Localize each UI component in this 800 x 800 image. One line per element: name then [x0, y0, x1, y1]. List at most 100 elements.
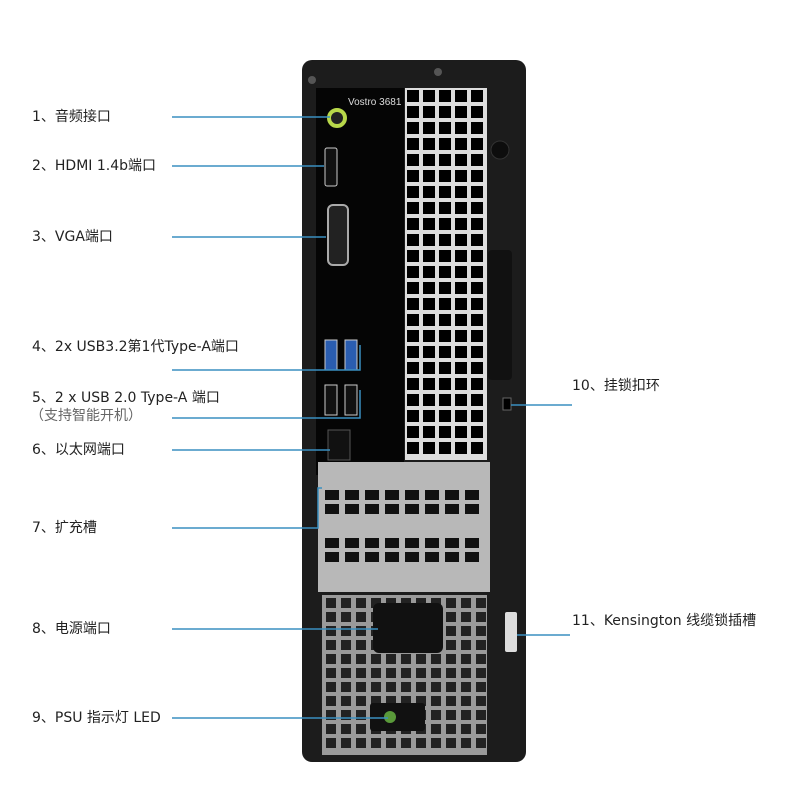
vent-hole [455, 298, 467, 310]
padlock-ring [502, 397, 512, 411]
vent-hole [471, 346, 483, 358]
vent-hole [423, 122, 435, 134]
vent-hole [471, 362, 483, 374]
vent-hole [471, 298, 483, 310]
vent-hole [471, 330, 483, 342]
vent-hole [439, 346, 451, 358]
screw-icon [490, 140, 510, 160]
vent-hole [446, 612, 456, 622]
vent-hole [476, 724, 486, 734]
vent-hole [476, 640, 486, 650]
vent-hole [423, 394, 435, 406]
vent-hole [439, 170, 451, 182]
vent-hole [401, 696, 411, 706]
vent-hole [431, 696, 441, 706]
vent-hole [407, 314, 419, 326]
vent-hole [356, 640, 366, 650]
vent-hole [407, 282, 419, 294]
vent-hole [471, 138, 483, 150]
vent-hole [407, 410, 419, 422]
vent-hole [326, 668, 336, 678]
vent-hole [365, 552, 379, 562]
vent-hole [445, 538, 459, 548]
vent-hole [431, 682, 441, 692]
vent-hole [455, 330, 467, 342]
vent-hole [461, 696, 471, 706]
vent-hole [455, 234, 467, 246]
vent-hole [416, 738, 426, 748]
vent-hole [407, 170, 419, 182]
vent-hole [326, 724, 336, 734]
callout-hdmi: 2、HDMI 1.4b端口 [32, 158, 157, 174]
vent-hole [439, 442, 451, 454]
expansion-slots [325, 490, 479, 562]
vent-hole [326, 626, 336, 636]
vent-hole [423, 170, 435, 182]
vent-hole [446, 626, 456, 636]
vent-hole [431, 710, 441, 720]
vent-hole [407, 106, 419, 118]
vent-hole [385, 538, 399, 548]
vent-hole [446, 724, 456, 734]
vent-hole [416, 696, 426, 706]
vent-hole [439, 282, 451, 294]
vent-hole [471, 314, 483, 326]
expansion-area [318, 462, 490, 592]
vent-hole [471, 186, 483, 198]
vent-hole [423, 410, 435, 422]
vent-hole [341, 710, 351, 720]
vent-hole [423, 218, 435, 230]
vent-hole [439, 426, 451, 438]
vent-hole [439, 90, 451, 102]
vent-hole [455, 426, 467, 438]
vent-hole [455, 202, 467, 214]
vent-hole [471, 218, 483, 230]
vent-hole [341, 682, 351, 692]
vent-hole [455, 378, 467, 390]
vent-hole [345, 490, 359, 500]
callout-psu-led: 9、PSU 指示灯 LED [32, 710, 161, 726]
vent-hole [431, 724, 441, 734]
vent-hole [476, 682, 486, 692]
vent-hole [471, 154, 483, 166]
vent-hole [455, 314, 467, 326]
vent-hole [326, 696, 336, 706]
vent-hole [423, 90, 435, 102]
vent-hole [423, 266, 435, 278]
vent-hole [471, 106, 483, 118]
vent-hole [386, 682, 396, 692]
vent-hole [407, 378, 419, 390]
vent-hole [326, 710, 336, 720]
vent-hole [326, 682, 336, 692]
vent-hole [455, 122, 467, 134]
vent-hole [371, 738, 381, 748]
vent-hole [341, 696, 351, 706]
vent-grill [405, 88, 487, 460]
vent-hole [476, 598, 486, 608]
vent-hole [423, 298, 435, 310]
vent-hole [345, 552, 359, 562]
screw-icon [308, 76, 316, 84]
vent-hole [407, 154, 419, 166]
vent-hole [385, 552, 399, 562]
vent-hole [455, 138, 467, 150]
vent-hole [356, 654, 366, 664]
vent-hole [471, 394, 483, 406]
vent-hole [407, 186, 419, 198]
usb2-port [324, 384, 338, 416]
callout-padlock: 10、挂锁扣环 [572, 378, 660, 394]
vent-hole [471, 266, 483, 278]
vent-hole [465, 538, 479, 548]
callout-ethernet: 6、以太网端口 [32, 442, 125, 458]
vent-hole [439, 106, 451, 118]
vent-hole [405, 538, 419, 548]
vent-hole [439, 218, 451, 230]
vent-hole [455, 154, 467, 166]
vent-hole [325, 490, 339, 500]
vent-hole [407, 122, 419, 134]
vent-hole [326, 612, 336, 622]
vent-hole [455, 170, 467, 182]
vent-hole [345, 504, 359, 514]
vent-hole [386, 738, 396, 748]
